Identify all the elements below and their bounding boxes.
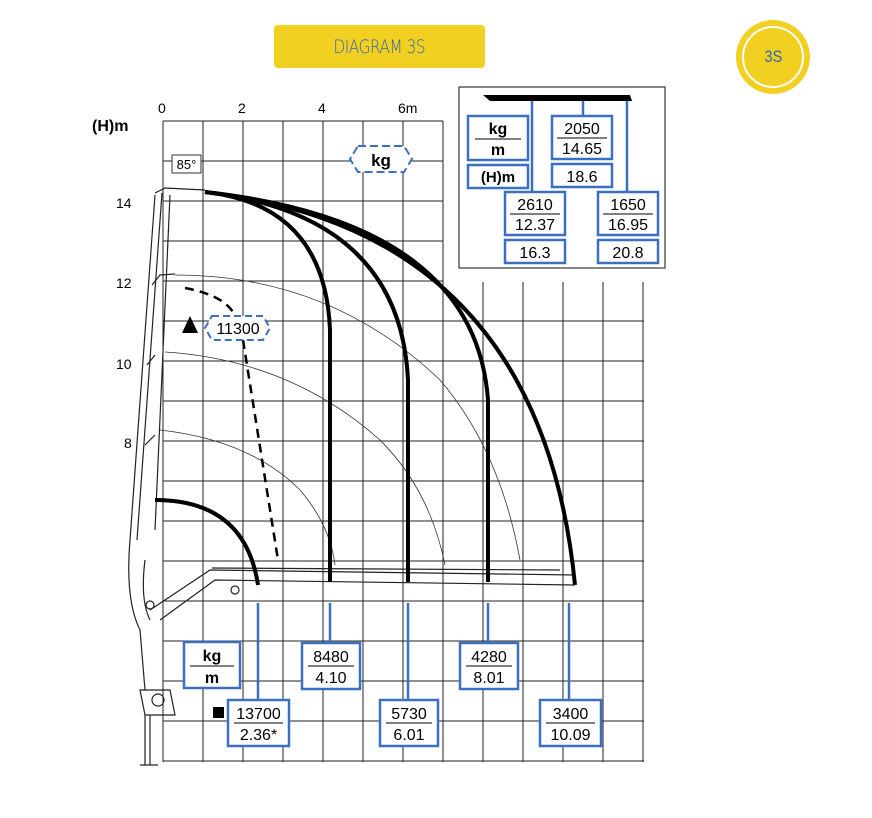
x-tick: 4: [318, 100, 326, 116]
load-curves: [154, 190, 577, 586]
load-radius: 10.09: [550, 727, 590, 744]
diagram-title: DIAGRAM 3S: [333, 35, 426, 58]
inset-height-label: (H)m: [481, 169, 515, 186]
load-curve-10m: [204, 190, 577, 586]
unit-legend-box: kg m: [182, 640, 242, 690]
load-label-box: 5730 6.01: [378, 698, 440, 748]
inset-kg: 2610: [517, 197, 553, 214]
kg-tag-label: kg: [371, 151, 391, 170]
inset-kg: 2050: [564, 121, 600, 138]
x-tick: 6m: [398, 100, 417, 116]
load-kg: 8480: [313, 649, 349, 666]
load-curve-4m: [204, 190, 332, 582]
y-tick: 8: [124, 435, 132, 451]
load-radius: 8.01: [473, 670, 504, 687]
max-load-value: 11300: [216, 321, 259, 338]
crane-structure: [128, 187, 576, 766]
y-tick: 10: [116, 356, 132, 372]
inset-kg: 1650: [610, 197, 646, 214]
load-label-box: 3400 10.09: [538, 698, 603, 748]
inset-height: 18.6: [566, 169, 597, 186]
inset-load-box: 1650 16.95 20.8: [596, 190, 660, 265]
load-kg: 13700: [236, 706, 281, 723]
inset-height: 16.3: [519, 245, 550, 262]
load-radius: 2.36*: [240, 727, 277, 744]
inset-radius: 12.37: [515, 217, 555, 234]
load-radius: 4.10: [315, 670, 346, 687]
load-curve-2m: [154, 498, 260, 586]
inset-radius: 16.95: [608, 217, 648, 234]
load-radius: 6.01: [393, 727, 424, 744]
angle-box: [171, 154, 202, 174]
unit-top: kg: [203, 648, 222, 665]
load-kg: 4280: [471, 649, 507, 666]
load-label-box: 13700 2.36*: [226, 698, 291, 748]
square-icon: [213, 707, 224, 718]
kg-tag: [348, 145, 414, 173]
inset-unit-top: kg: [489, 121, 508, 138]
max-load-tag: [203, 315, 272, 341]
extension-boom: [483, 95, 632, 101]
inset-height: 20.8: [612, 245, 643, 262]
load-label-box: 4280 8.01: [458, 641, 520, 691]
triangle-icon: [182, 316, 198, 333]
leader-lines: [256, 603, 571, 700]
angle-label: 85°: [177, 157, 197, 172]
inset-unit-bottom: m: [491, 142, 505, 159]
inset-load-box: 2050 14.65 18.6: [550, 114, 614, 189]
reach-arc: [174, 274, 521, 561]
y-tick: 12: [116, 275, 132, 291]
load-label-box: 8480 4.10: [300, 641, 362, 691]
load-kg: 5730: [391, 706, 427, 723]
model-badge-label: 3S: [764, 47, 782, 66]
horizontal-boom: [149, 569, 576, 621]
load-curve-6m: [204, 190, 410, 582]
unit-bottom: m: [205, 670, 219, 687]
model-badge: 3S: [736, 20, 810, 94]
reach-arc: [159, 429, 336, 566]
x-tick: 2: [238, 100, 246, 116]
max-load-curve: [184, 286, 280, 561]
boom-tip: [154, 187, 206, 194]
y-axis-label: (H)m: [92, 118, 128, 135]
reach-arc: [164, 351, 446, 566]
crane-base: [139, 689, 176, 766]
y-tick: 14: [116, 195, 132, 211]
diagram-title-button[interactable]: DIAGRAM 3S: [274, 25, 485, 68]
x-tick: 0: [158, 100, 166, 116]
load-kg: 3400: [553, 706, 589, 723]
inset-radius: 14.65: [562, 141, 602, 158]
inset-load-box: 2610 12.37 16.3: [503, 190, 567, 265]
crane-mast: [129, 192, 171, 541]
